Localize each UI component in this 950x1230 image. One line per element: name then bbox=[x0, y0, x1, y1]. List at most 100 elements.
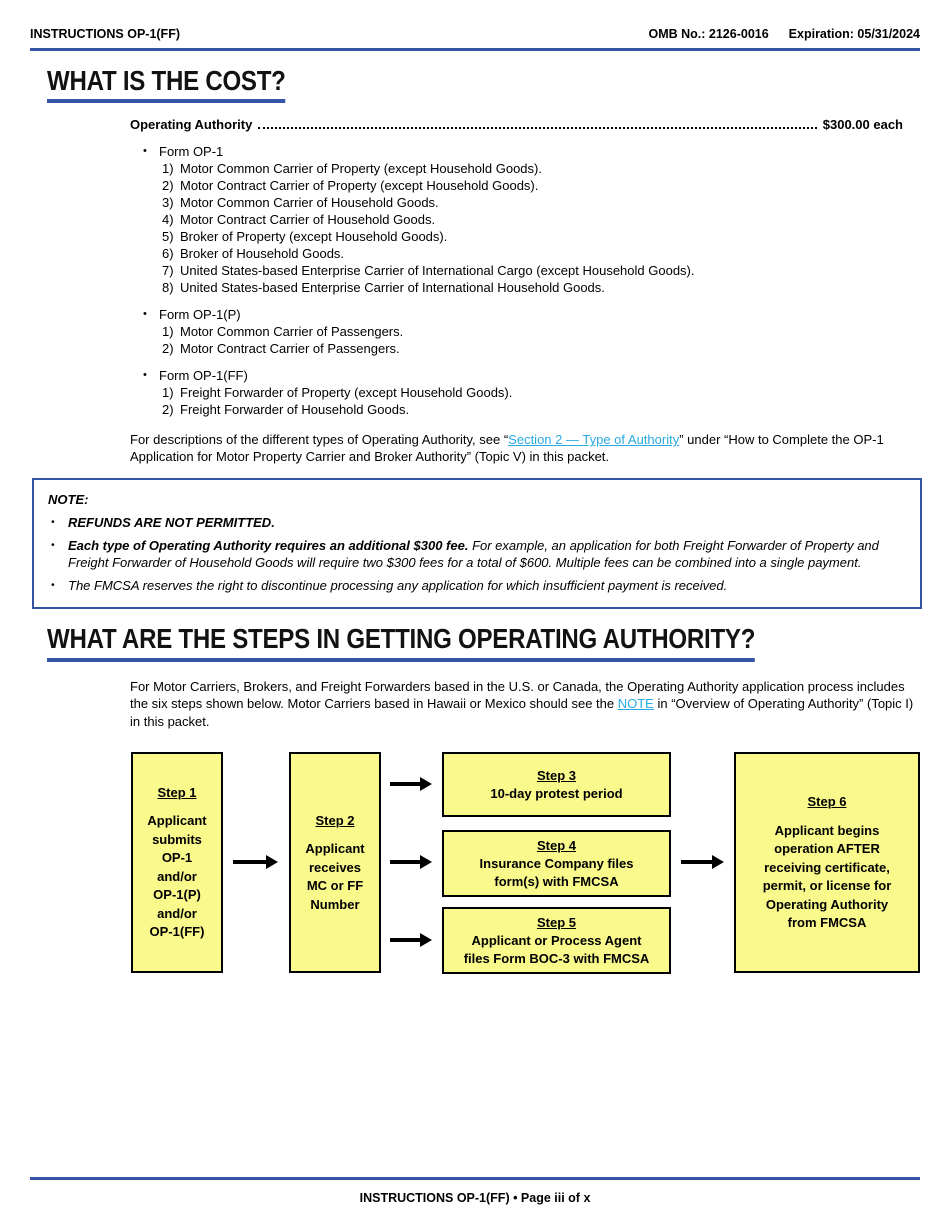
list-item: 3) Motor Common Carrier of Household Goo… bbox=[162, 194, 920, 211]
step-box-5: Step 5 Applicant or Process Agent files … bbox=[442, 907, 671, 975]
form-group-label-row: • Form OP-1(P) bbox=[143, 306, 920, 323]
step-box-1: Step 1 Applicant submits OP-1 and/or OP-… bbox=[131, 752, 223, 974]
step-body: 10-day protest period bbox=[490, 785, 623, 801]
fee-line: Operating Authority $300.00 each bbox=[130, 116, 920, 133]
list-item: 1) Freight Forwarder of Property (except… bbox=[162, 384, 920, 401]
section2-type-of-authority-link[interactable]: Section 2 — Type of Authority bbox=[508, 432, 680, 448]
item-number: 4) bbox=[162, 212, 174, 228]
item-text: Motor Contract Carrier of Household Good… bbox=[180, 212, 436, 228]
form-group: • Form OP-1 1) Motor Common Carrier of P… bbox=[130, 143, 920, 296]
step-box-6: Step 6 Applicant begins operation AFTER … bbox=[734, 752, 920, 974]
dot-leader bbox=[258, 127, 817, 130]
item-number: 1) bbox=[162, 324, 174, 340]
note-link[interactable]: NOTE bbox=[617, 696, 654, 712]
form-group-items: 1) Motor Common Carrier of Property (exc… bbox=[130, 160, 920, 296]
form-group: • Form OP-1(FF) 1) Freight Forwarder of … bbox=[130, 367, 920, 418]
header-rule bbox=[30, 48, 920, 51]
flow-arrow-step2-to-step5 bbox=[390, 933, 432, 948]
form-group-items: 1) Freight Forwarder of Property (except… bbox=[130, 384, 920, 418]
list-item: 7) United States-based Enterprise Carrie… bbox=[162, 262, 920, 279]
list-item: 8) United States-based Enterprise Carrie… bbox=[162, 279, 920, 296]
header-right: OMB No.: 2126-0016 Expiration: 05/31/202… bbox=[648, 27, 920, 41]
item-text: United States-based Enterprise Carrier o… bbox=[180, 263, 695, 279]
form-group-label: Form OP-1 bbox=[159, 144, 224, 160]
steps-section-heading: WHAT ARE THE STEPS IN GETTING OPERATING … bbox=[47, 624, 920, 662]
list-item: 2) Freight Forwarder of Household Goods. bbox=[162, 401, 920, 418]
bullet-marker: • bbox=[143, 308, 147, 321]
item-number: 5) bbox=[162, 229, 174, 245]
item-text: Motor Contract Carrier of Property (exce… bbox=[180, 178, 539, 194]
cost-section-heading: WHAT IS THE COST? bbox=[47, 66, 920, 104]
item-number: 1) bbox=[162, 385, 174, 401]
description-before: For descriptions of the different types … bbox=[130, 432, 509, 448]
expiration-date: Expiration: 05/31/2024 bbox=[788, 27, 920, 41]
step-title: Step 6 bbox=[807, 794, 847, 810]
steps-heading-text: WHAT ARE THE STEPS IN GETTING OPERATING … bbox=[47, 624, 755, 662]
steps-intro-paragraph: For Motor Carriers, Brokers, and Freight… bbox=[130, 678, 920, 731]
omb-number: OMB No.: 2126-0016 bbox=[648, 27, 769, 41]
step-title: Step 4 bbox=[536, 837, 576, 853]
cost-content: Operating Authority $300.00 each • Form … bbox=[130, 116, 920, 465]
bullet-marker: • bbox=[51, 517, 55, 529]
step-title: Step 5 bbox=[536, 914, 576, 930]
list-item: 2) Motor Contract Carrier of Property (e… bbox=[162, 177, 920, 194]
step-body: Applicant receives MC or FF Number bbox=[305, 841, 365, 912]
intro-after: in “Overview of Operating Authority” (To… bbox=[130, 696, 914, 729]
note-bullet-bold: Each type of Operating Authority require… bbox=[68, 538, 469, 554]
fee-label: Operating Authority bbox=[130, 117, 253, 133]
fee-amount: $300.00 each bbox=[822, 117, 903, 133]
note-bullets: • REFUNDS ARE NOT PERMITTED. • Each type… bbox=[48, 514, 906, 594]
flow-arrow-step2-to-step4 bbox=[390, 855, 432, 870]
note-bullet-text: REFUNDS ARE NOT PERMITTED. bbox=[68, 514, 906, 531]
note-bullet-rest: The FMCSA reserves the right to disconti… bbox=[68, 578, 728, 594]
note-bullet-rest: For example, an application for both Fre… bbox=[68, 538, 879, 571]
note-bullet: • Each type of Operating Authority requi… bbox=[48, 537, 906, 571]
cost-heading-text: WHAT IS THE COST? bbox=[47, 66, 286, 104]
form-groups: • Form OP-1 1) Motor Common Carrier of P… bbox=[130, 143, 920, 418]
step-title: Step 2 bbox=[315, 812, 355, 828]
bullet-marker: • bbox=[143, 369, 147, 382]
note-title: NOTE: bbox=[48, 492, 89, 508]
form-group-label-row: • Form OP-1 bbox=[143, 143, 920, 160]
item-number: 8) bbox=[162, 280, 174, 296]
intro-before: For Motor Carriers, Brokers, and Freight… bbox=[130, 678, 905, 712]
item-text: United States-based Enterprise Carrier o… bbox=[180, 280, 605, 296]
form-group-label: Form OP-1(P) bbox=[159, 307, 241, 323]
step-body: Insurance Company files form(s) with FMC… bbox=[479, 855, 634, 889]
item-text: Freight Forwarder of Property (except Ho… bbox=[180, 385, 513, 401]
item-number: 2) bbox=[162, 341, 174, 357]
note-bullet-bold: REFUNDS ARE NOT PERMITTED. bbox=[68, 515, 275, 531]
step-body: Applicant begins operation AFTER receivi… bbox=[762, 822, 892, 931]
form-group-label: Form OP-1(FF) bbox=[159, 368, 248, 384]
flow-arrow-to-step6 bbox=[681, 855, 724, 870]
item-text: Motor Common Carrier of Property (except… bbox=[180, 161, 542, 177]
item-number: 2) bbox=[162, 178, 174, 194]
item-text: Motor Common Carrier of Household Goods. bbox=[180, 195, 439, 211]
form-group-label-row: • Form OP-1(FF) bbox=[143, 367, 920, 384]
footer-rule bbox=[30, 1177, 920, 1180]
note-bullet-text: Each type of Operating Authority require… bbox=[68, 537, 906, 571]
item-number: 2) bbox=[162, 402, 174, 418]
item-text: Motor Common Carrier of Passengers. bbox=[180, 324, 404, 340]
item-text: Motor Contract Carrier of Passengers. bbox=[180, 341, 400, 357]
item-text: Freight Forwarder of Household Goods. bbox=[180, 402, 410, 418]
list-item: 5) Broker of Property (except Household … bbox=[162, 228, 920, 245]
form-group: • Form OP-1(P) 1) Motor Common Carrier o… bbox=[130, 306, 920, 357]
item-number: 3) bbox=[162, 195, 174, 211]
step-title: Step 3 bbox=[536, 767, 576, 783]
note-bullet: • REFUNDS ARE NOT PERMITTED. bbox=[48, 514, 906, 531]
step-box-3: Step 3 10-day protest period bbox=[442, 752, 671, 818]
step-title: Step 1 bbox=[157, 784, 197, 800]
note-bullet-text: The FMCSA reserves the right to disconti… bbox=[68, 577, 906, 594]
step-box-2: Step 2 Applicant receives MC or FF Numbe… bbox=[289, 752, 381, 974]
list-item: 1) Motor Common Carrier of Passengers. bbox=[162, 323, 920, 340]
note-bullet: • The FMCSA reserves the right to discon… bbox=[48, 577, 906, 594]
step-body: Applicant or Process Agent files Form BO… bbox=[463, 932, 650, 966]
page-header: INSTRUCTIONS OP-1(FF) OMB No.: 2126-0016… bbox=[0, 0, 950, 41]
list-item: 2) Motor Contract Carrier of Passengers. bbox=[162, 340, 920, 357]
page-footer: INSTRUCTIONS OP-1(FF) • Page iii of x bbox=[0, 1170, 950, 1205]
step-body: Applicant submits OP-1 and/or OP-1(P) an… bbox=[147, 813, 207, 940]
footer-text: INSTRUCTIONS OP-1(FF) • Page iii of x bbox=[359, 1191, 591, 1205]
item-text: Broker of Household Goods. bbox=[180, 246, 345, 262]
